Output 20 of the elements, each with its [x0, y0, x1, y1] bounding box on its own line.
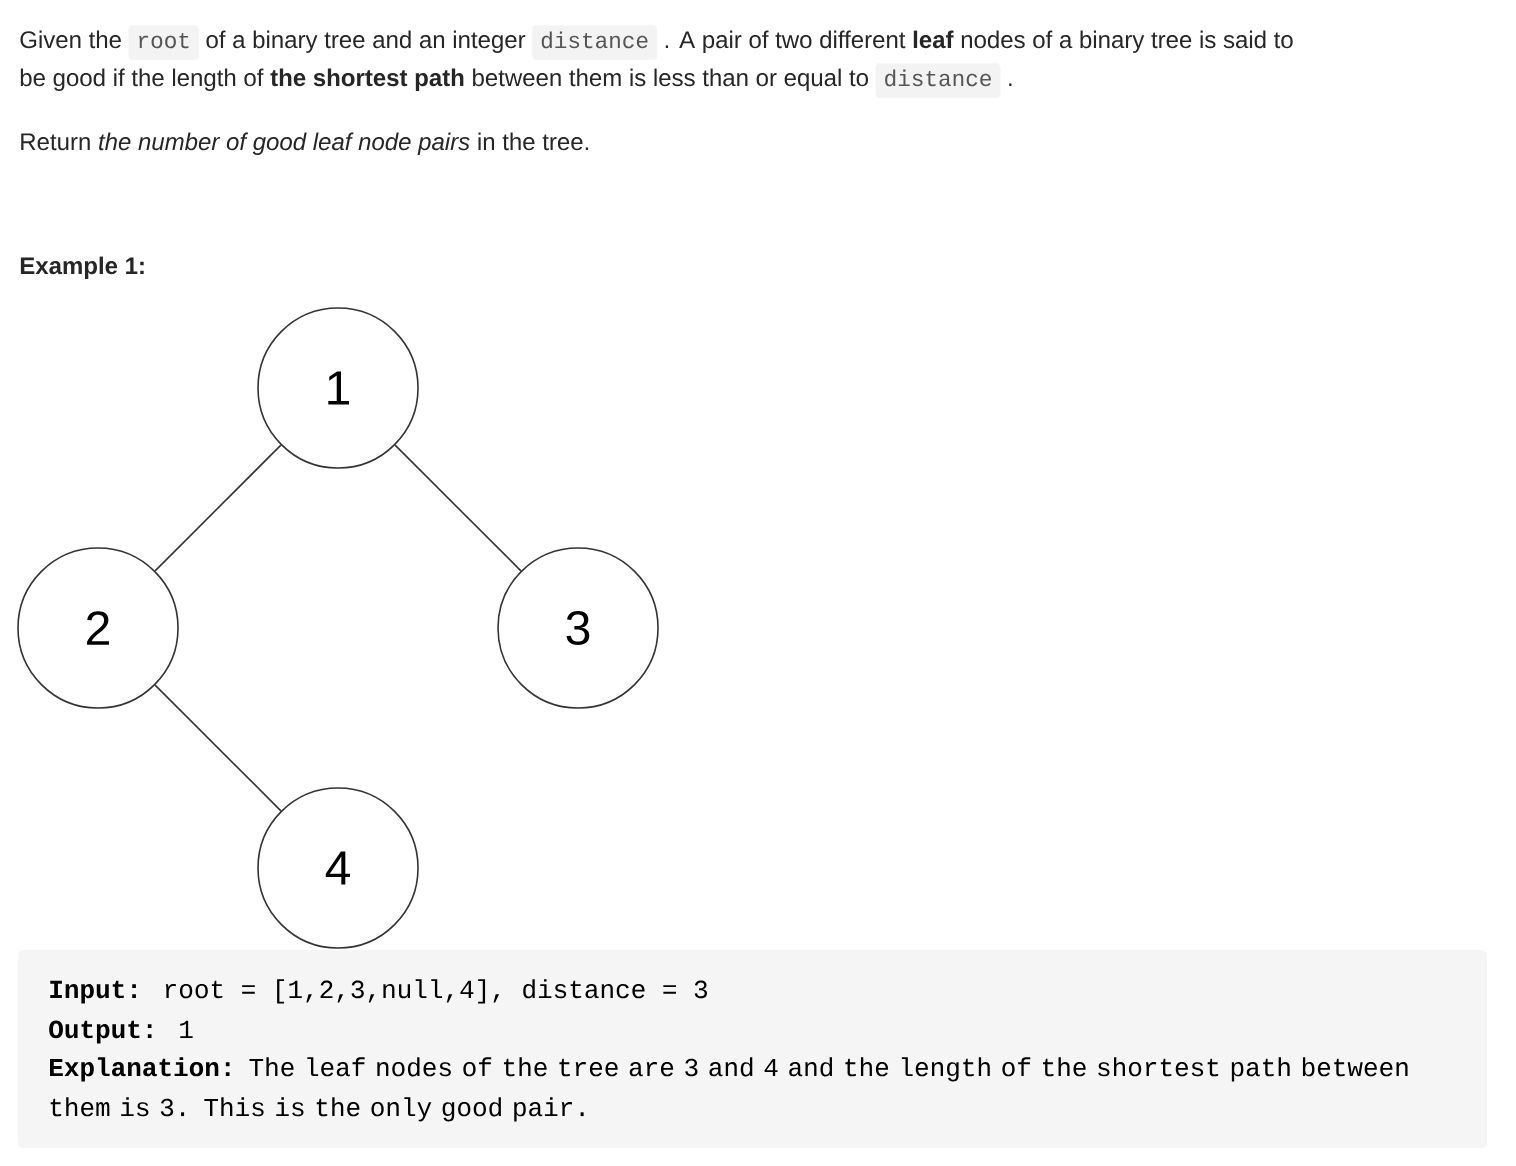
inline-code: distance [875, 63, 1001, 99]
paragraph-text: Given the [20, 30, 121, 49]
tree-edge [154, 684, 282, 812]
paragraph-text: be good if the length of the shortest path between them is less than or equal to [20, 68, 868, 91]
tree-node: 4 [257, 787, 419, 949]
tree-edge [394, 444, 522, 572]
tree-edge [154, 444, 282, 572]
paragraph-text: . A pair of two different leaf nodes of a binary tree is said to [665, 30, 1293, 53]
paragraph-text: Return the number of good leaf node pairs in the tree. [21, 132, 589, 155]
inline-code: distance [531, 25, 658, 61]
code-line: Explanation: The leaf nodes of the tree are 3 and 4 and the length of the shortest path between them is 3. This is the only good pair. [50, 1057, 1408, 1122]
example-heading: Example 1: [20, 256, 144, 279]
tree-node: 3 [497, 547, 659, 709]
inline-code: root [128, 25, 200, 61]
paragraph-text: of a binary tree and an integer [206, 30, 526, 53]
tree-node: 1 [257, 307, 419, 469]
code-line: Output: 1 [49, 1020, 193, 1044]
tree-node: 2 [17, 547, 179, 709]
paragraph-text: . [1009, 83, 1012, 86]
code-line: Input: root = [1,2,3,null,4], distance = 3 [50, 979, 708, 1004]
